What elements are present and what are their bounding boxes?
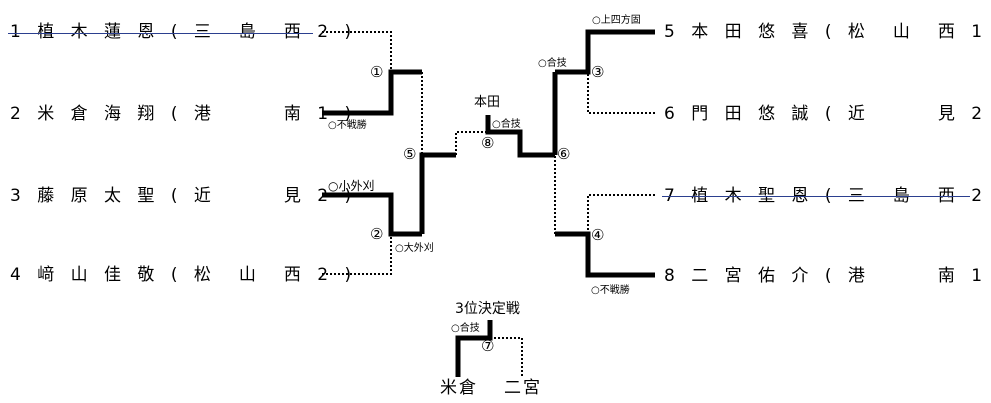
result-bout6: ○合技 [538, 58, 567, 69]
champion-name: 本田 [474, 95, 501, 110]
line-m2-to-semi [419, 152, 456, 234]
bout-1-marker: ① [370, 63, 384, 81]
bout-5-marker: ⑤ [403, 145, 417, 163]
bout-4-marker: ④ [591, 226, 605, 244]
player-6-name: 6 門 田 悠 誠 ( 近 見 2 ) [664, 104, 991, 124]
line-p2-win [322, 69, 422, 116]
bronze-left-name: 米倉 [440, 378, 478, 398]
bout-7-marker: ⑦ [481, 337, 495, 355]
third-place-title: 3位決定戦 [455, 301, 520, 317]
line-p3-win [322, 192, 422, 237]
line-bronze-right [490, 337, 523, 377]
player-8-name: 8 二 宮 佑 介 ( 港 南 1 ) [664, 266, 991, 286]
result-bronze: ○合技 [451, 323, 480, 334]
line-final-top [485, 115, 555, 158]
strike-player-1 [8, 33, 313, 34]
line-p5-win [555, 29, 655, 75]
line-bronze-left [455, 320, 493, 377]
line-p8-win [555, 231, 655, 278]
player-4-name: 4 﨑 山 佳 敬 ( 松 山 西 2 ) [10, 265, 357, 285]
player-2-name: 2 米 倉 海 翔 ( 港 南 1 ) [10, 104, 357, 124]
result-bout2-waza: ○小外刈 [328, 179, 375, 193]
line-p1 [322, 31, 392, 72]
player-1-name: 1 植 木 蓮 恩 ( 三 島 西 2 ) [10, 22, 357, 42]
line-p7 [587, 194, 655, 234]
result-bout2-throw: ○大外刈 [395, 243, 434, 254]
result-bout1: ○不戦勝 [328, 120, 367, 131]
result-final: ○合技 [492, 119, 521, 130]
player-3-name: 3 藤 原 太 聖 ( 近 見 2 ) [10, 186, 357, 206]
player-5-name: 5 本 田 悠 喜 ( 松 山 西 1 ) [664, 22, 991, 42]
strike-player-7 [662, 196, 970, 197]
bout-8-marker: ⑧ [481, 134, 495, 152]
result-bout3: ○上四方固 [592, 15, 641, 26]
line-semi-left [455, 131, 488, 155]
result-bout4: ○不戦勝 [591, 285, 630, 296]
bout-2-marker: ② [370, 225, 384, 243]
bronze-right-name: 二宮 [504, 378, 542, 398]
bout-3-marker: ③ [591, 63, 605, 81]
line-p4 [322, 234, 392, 275]
bout-6-marker: ⑥ [557, 145, 571, 163]
